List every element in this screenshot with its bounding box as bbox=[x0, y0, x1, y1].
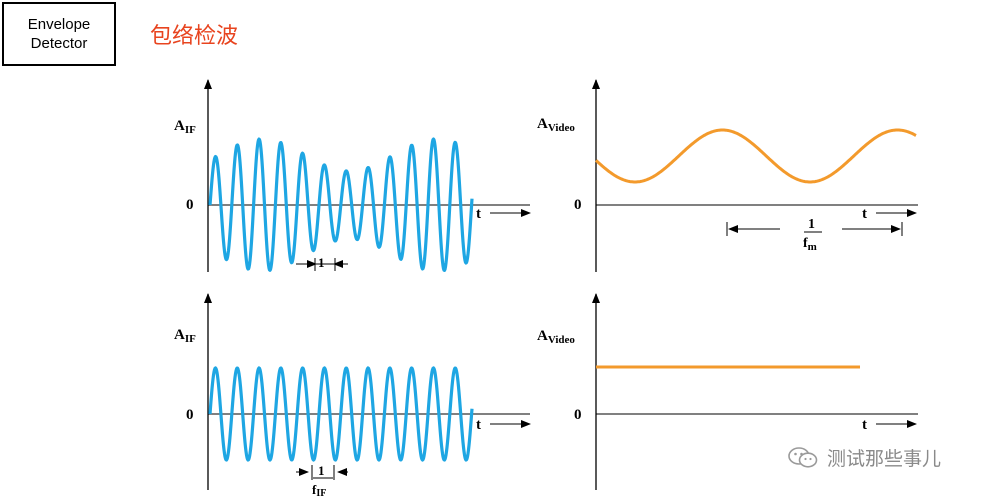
am-if-wave bbox=[208, 137, 474, 272]
panel-top-right: AVideo 0 t 1 fm bbox=[537, 79, 918, 272]
t-label: t bbox=[862, 417, 867, 433]
period-numerator: 1 bbox=[318, 463, 325, 478]
zero-label: 0 bbox=[186, 407, 194, 423]
y-label: AIF bbox=[174, 327, 196, 345]
zero-label: 0 bbox=[574, 407, 582, 423]
box-line-2: Detector bbox=[30, 35, 88, 52]
envelope-detector-box: Envelope Detector bbox=[2, 2, 116, 66]
period-numerator: 1 bbox=[318, 255, 325, 270]
watermark-text: 测试那些事儿 bbox=[827, 448, 942, 470]
period-denominator: fm bbox=[803, 236, 817, 253]
wechat-icon bbox=[788, 446, 818, 468]
y-label: AVideo bbox=[537, 328, 575, 346]
period-numerator: 1 bbox=[808, 217, 815, 232]
y-label: AVideo bbox=[537, 116, 575, 134]
t-label: t bbox=[862, 206, 867, 222]
box-line-1: Envelope bbox=[27, 16, 91, 33]
t-label: t bbox=[476, 417, 481, 433]
page-title: 包络检波 bbox=[150, 24, 239, 49]
video-sine-wave bbox=[594, 128, 917, 184]
y-label: AIF bbox=[174, 118, 196, 136]
t-label: t bbox=[476, 206, 481, 222]
zero-label: 0 bbox=[186, 197, 194, 213]
panel-bottom-right: AVideo 0 t bbox=[537, 293, 918, 490]
panel-top-left: AIF 0 t 1 bbox=[174, 79, 531, 272]
period-denominator: fIF bbox=[312, 482, 326, 499]
panel-bottom-left: AIF 0 t 1 fIF bbox=[174, 293, 531, 499]
zero-label: 0 bbox=[574, 197, 582, 213]
watermark: 测试那些事儿 bbox=[787, 444, 941, 471]
constant-if-wave bbox=[208, 366, 474, 462]
